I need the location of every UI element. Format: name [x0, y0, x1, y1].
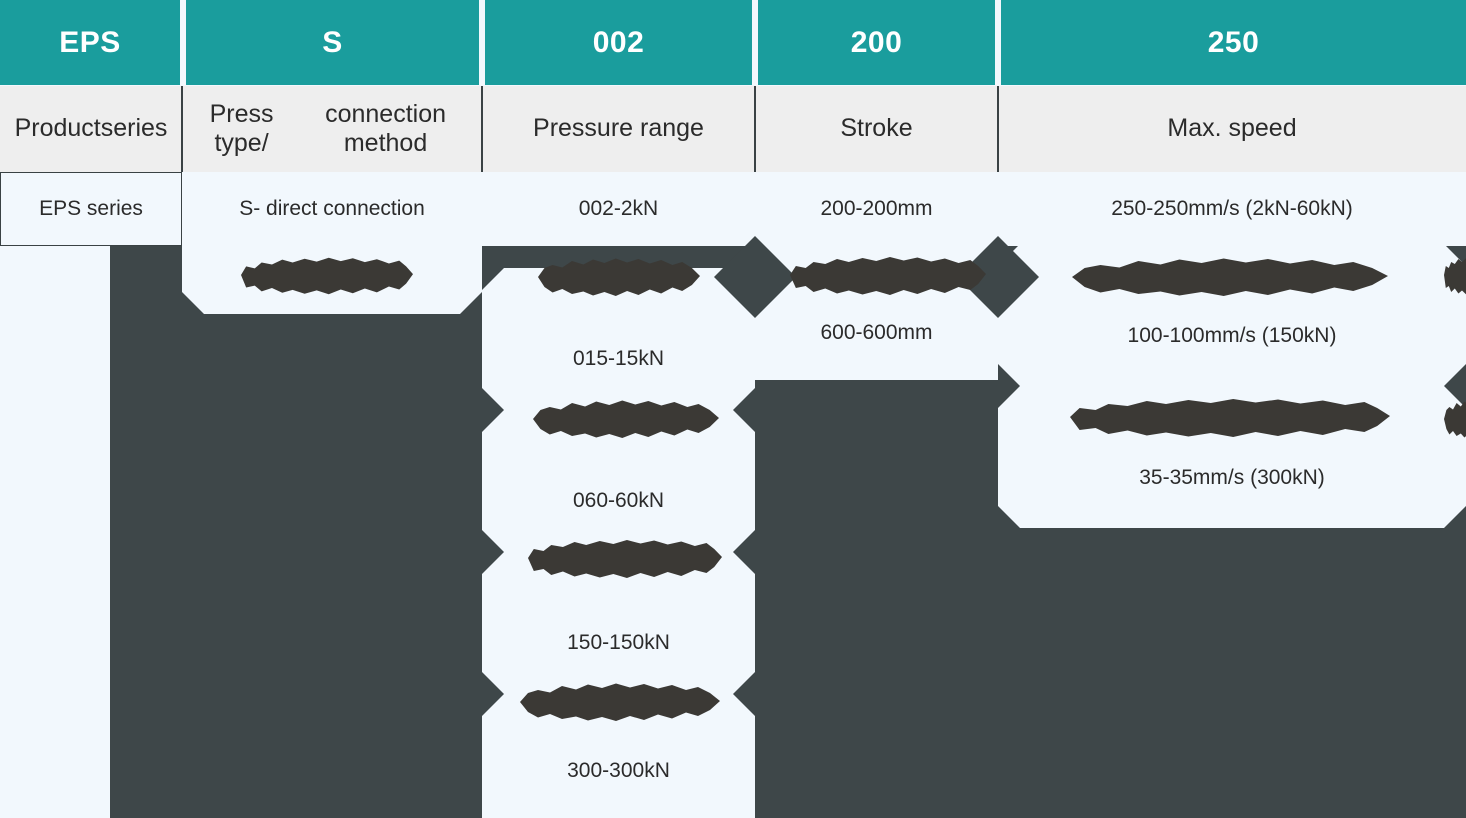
redaction-blob-speed-2-right	[1444, 400, 1466, 438]
value-text: 150-150kN	[567, 631, 670, 654]
header-cell-s: S	[186, 0, 479, 85]
dark-backdrop-middle	[755, 380, 998, 818]
divider-sub-4	[997, 86, 999, 245]
subheader-label-press-type: Press type/ connection method	[182, 86, 482, 172]
header-code-200: 200	[850, 25, 903, 59]
subheader-cell-stroke: Stroke	[755, 86, 998, 172]
header-code-002: 002	[592, 25, 645, 59]
value-text: 015-15kN	[572, 347, 665, 370]
header-code-250: 250	[1207, 25, 1260, 59]
value-text: S- direct connection	[239, 197, 425, 220]
value-cell-stroke-1: 200-200mm	[755, 172, 998, 246]
header-cell-eps: EPS	[0, 0, 180, 85]
subheader-label-product-series: Product series	[0, 86, 182, 172]
divider-sub-2	[481, 86, 483, 245]
value-cell-s-direct: S- direct connection	[182, 172, 482, 246]
subheader-label-line1: Press type/	[209, 99, 274, 158]
value-text: 002-2kN	[578, 197, 659, 220]
value-text: 600-600mm	[820, 321, 933, 344]
divider-sub-3	[754, 86, 756, 245]
value-text: 300-300kN	[567, 759, 670, 782]
value-text: EPS series	[39, 197, 143, 220]
subheader-cell-max-speed: Max. speed	[998, 86, 1466, 172]
divider-sub-1	[181, 86, 183, 245]
subheader-label-line1: Product	[14, 114, 101, 143]
value-cell-speed-1: 250-250mm/s (2kN-60kN)	[998, 172, 1466, 246]
value-text: 200-200mm	[820, 197, 933, 220]
subheader-cell-pressure-range: Pressure range	[482, 86, 755, 172]
value-text: 100-100mm/s (150kN)	[1127, 324, 1337, 347]
header-code-s: S	[322, 25, 343, 59]
subheader-label-stroke: Stroke	[840, 114, 913, 143]
header-cell-002: 002	[485, 0, 752, 85]
header-code-eps: EPS	[59, 25, 121, 59]
header-cell-250: 250	[1001, 0, 1466, 85]
subheader-label-line2: connection method	[325, 99, 447, 158]
value-cell-eps-series: EPS series	[0, 172, 182, 246]
subheader-label-line2: series	[100, 114, 168, 143]
value-cell-pressure-4: 150-150kN	[482, 552, 755, 694]
subheader-cell-product-series: Product series	[0, 86, 182, 172]
value-text: 060-60kN	[572, 489, 665, 512]
dark-backdrop-left	[110, 246, 482, 818]
redaction-blob-speed-1-right	[1444, 257, 1466, 295]
value-text: 250-250mm/s (2kN-60kN)	[1111, 197, 1353, 220]
subheader-label-pressure-range: Pressure range	[533, 114, 704, 143]
value-cell-pressure-1: 002-2kN	[482, 172, 755, 246]
subheader-cell-press-type: Press type/ connection method	[182, 86, 482, 172]
dark-backdrop-right	[998, 528, 1466, 818]
header-cell-200: 200	[758, 0, 995, 85]
value-text: 35-35mm/s (300kN)	[1139, 466, 1325, 489]
subheader-label-max-speed: Max. speed	[1167, 114, 1297, 143]
